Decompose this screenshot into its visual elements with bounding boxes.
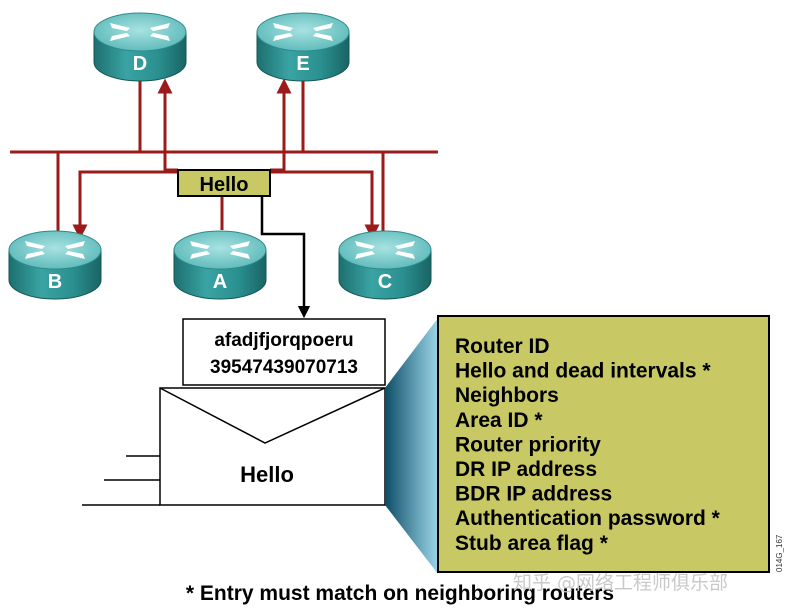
router-arrows-icon [25, 241, 85, 259]
hello-fields-panel [437, 315, 770, 573]
routers: D E B A C [8, 12, 432, 300]
hello-field: DR IP address [455, 458, 597, 481]
router-top [93, 12, 187, 52]
footnote: * Entry must match on neighboring router… [186, 582, 614, 605]
router-label: D [133, 53, 147, 75]
expansion-beam [385, 318, 438, 574]
router-label: A [213, 271, 227, 293]
hello-field: Authentication password * [455, 507, 721, 530]
motion-lines [82, 455, 160, 506]
watermark: 知乎 @网络工程师俱乐部 [513, 572, 728, 594]
figure-id: 014G_167 [775, 534, 784, 572]
hello-field: Neighbors [455, 384, 559, 407]
router-a: A [173, 230, 267, 300]
hello-field: Area ID * [455, 409, 543, 432]
router-b: B [8, 230, 102, 300]
hello-arrow-to-d [157, 78, 178, 172]
router-top [173, 230, 267, 270]
envelope-label: Hello [240, 462, 294, 487]
hello-tag-label: Hello [200, 174, 249, 196]
hello-field: BDR IP address [455, 483, 612, 506]
router-arrows-icon [190, 241, 250, 259]
router-d: D [93, 12, 187, 82]
router-top [256, 12, 350, 52]
router-top [338, 230, 432, 270]
router-arrows-icon [273, 23, 333, 41]
hello-envelope [159, 387, 386, 506]
auth-string-line-1: afadjfjorqpoeru [214, 330, 353, 351]
hello-arrow-to-e [270, 78, 292, 172]
router-arrows-icon [110, 23, 170, 41]
router-label: E [296, 53, 309, 75]
network-links [10, 78, 438, 240]
hello-tag-box [177, 169, 271, 197]
hello-arrow-to-b [72, 170, 178, 240]
router-label: B [48, 271, 62, 293]
packet-detail-arrow [260, 196, 311, 319]
hello-field: Router priority [455, 433, 601, 456]
router-c: C [338, 230, 432, 300]
hello-field: Router ID [455, 335, 550, 358]
router-e: E [256, 12, 350, 82]
router-label: C [378, 271, 392, 293]
auth-string-line-2: 39547439070713 [210, 357, 358, 378]
auth-string-box [182, 318, 386, 386]
hello-arrow-to-c [270, 170, 380, 240]
hello-field: Hello and dead intervals * [455, 360, 711, 383]
hello-field: Stub area flag * [455, 532, 609, 555]
router-arrows-icon [355, 241, 415, 259]
router-top [8, 230, 102, 270]
